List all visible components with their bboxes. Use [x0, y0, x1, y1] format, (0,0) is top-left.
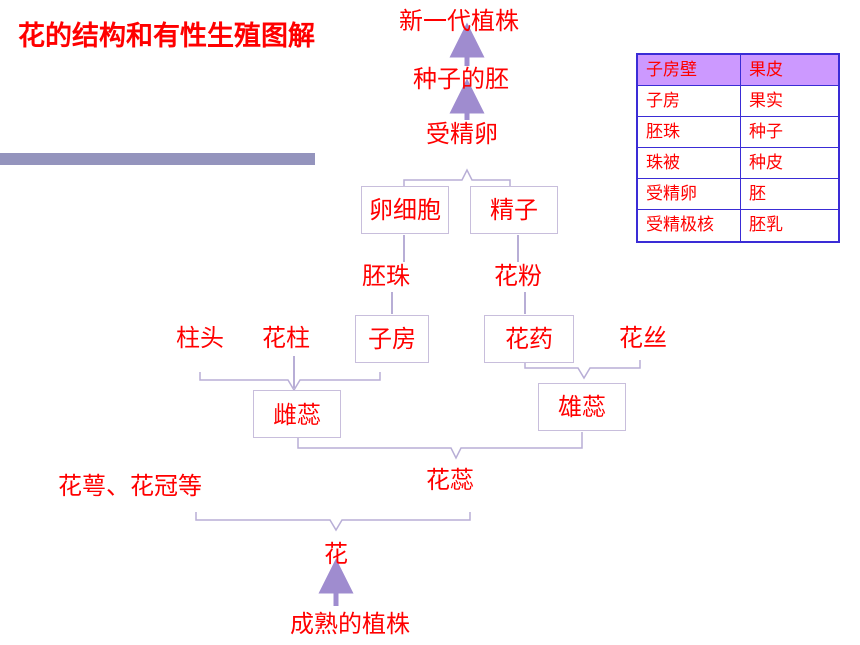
- node-zygote: 受精卵: [426, 120, 498, 148]
- brace-pistil-stamen: [297, 432, 583, 460]
- node-sepal-petal: 花萼、花冠等: [58, 472, 202, 500]
- table-cell: 种子: [740, 116, 840, 149]
- node-pistil-box: 雌蕊: [253, 390, 341, 438]
- table-cell: 受精极核: [636, 209, 741, 243]
- table-row: 子房 果实: [636, 85, 840, 118]
- table-cell: 子房: [636, 85, 741, 118]
- node-egg: 卵细胞: [369, 196, 441, 224]
- node-stigma: 柱头: [176, 324, 224, 352]
- node-anther: 花药: [505, 325, 553, 353]
- page-title: 花的结构和有性生殖图解: [18, 21, 315, 52]
- table-cell: 子房壁: [636, 53, 741, 87]
- table-cell: 种皮: [740, 147, 840, 180]
- table-header-row: 子房壁 果皮: [636, 53, 840, 87]
- brace-stamen: [524, 360, 641, 380]
- node-ovary: 子房: [368, 325, 416, 353]
- decorative-bar: [0, 153, 315, 165]
- node-stamen-box: 雄蕊: [538, 383, 626, 431]
- table-row: 珠被 种皮: [636, 147, 840, 180]
- table-cell: 胚乳: [740, 209, 840, 243]
- node-sperm-box: 精子: [470, 186, 558, 234]
- table-cell: 胚: [740, 178, 840, 211]
- table-row: 胚珠 种子: [636, 116, 840, 149]
- node-embryo: 种子的胚: [413, 65, 509, 93]
- table-row: 受精卵 胚: [636, 178, 840, 211]
- brace-egg-sperm: [403, 168, 511, 186]
- brace-pistil: [199, 372, 381, 392]
- node-flower: 花: [324, 540, 348, 568]
- ovary-fruit-table: 子房壁 果皮 子房 果实 胚珠 种子 珠被 种皮 受精卵 胚 受精极核 胚乳: [636, 53, 840, 243]
- node-stamen: 雄蕊: [558, 393, 606, 421]
- node-mature-plant: 成熟的植株: [290, 610, 410, 638]
- node-egg-box: 卵细胞: [361, 186, 449, 234]
- node-sperm: 精子: [490, 196, 538, 224]
- node-filament: 花丝: [619, 324, 667, 352]
- table-row: 受精极核 胚乳: [636, 209, 840, 243]
- node-stamens-pistils: 花蕊: [426, 466, 474, 494]
- table-cell: 果皮: [740, 53, 840, 87]
- table-cell: 果实: [740, 85, 840, 118]
- table-cell: 珠被: [636, 147, 741, 180]
- table-cell: 胚珠: [636, 116, 741, 149]
- node-anther-box: 花药: [484, 315, 574, 363]
- node-pollen: 花粉: [494, 262, 542, 290]
- node-pistil: 雌蕊: [273, 401, 321, 429]
- table-cell: 受精卵: [636, 178, 741, 211]
- node-ovule: 胚珠: [362, 262, 410, 290]
- node-new-plant: 新一代植株: [399, 7, 519, 35]
- node-ovary-box: 子房: [355, 315, 429, 363]
- brace-flower: [195, 512, 471, 532]
- node-style: 花柱: [262, 324, 310, 352]
